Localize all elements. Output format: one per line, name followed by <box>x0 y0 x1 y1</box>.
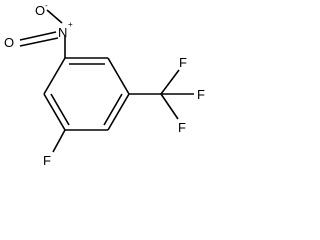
fluorine-ring-label: F <box>43 153 51 168</box>
cf3-fluorine-bottom-label: F <box>178 120 186 135</box>
nitrogen-oxygen-double-bond-a <box>19 31 57 41</box>
nitrogen-label: N <box>58 25 67 40</box>
oxygen-top-charge: - <box>45 1 48 10</box>
nitrogen-oxygen-double-bond-b <box>19 37 59 47</box>
ring-to-fluorine-bond <box>52 129 66 153</box>
cf3-fluorine-right-label: F <box>197 87 205 102</box>
molecule-structure: N + O - O F F F F <box>4 1 205 168</box>
cf3-fluorine-bottom-bond <box>160 93 179 120</box>
oxygen-top-label: O <box>35 3 45 18</box>
ring-bond-3-inner <box>103 93 123 126</box>
ring-bond-6 <box>43 57 66 95</box>
ring-bond-5-inner <box>50 93 70 126</box>
cf3-fluorine-top-bond <box>160 69 180 95</box>
ring-bond-3 <box>107 93 130 131</box>
ring-bond-2 <box>107 57 130 95</box>
nitrogen-charge: + <box>68 20 73 29</box>
benzene-ring <box>43 57 130 131</box>
nitrogen-oxygen-single-bond <box>46 9 63 24</box>
oxygen-double-label: O <box>4 35 14 50</box>
ring-bond-5 <box>43 93 66 131</box>
cf3-fluorine-top-label: F <box>179 55 187 70</box>
